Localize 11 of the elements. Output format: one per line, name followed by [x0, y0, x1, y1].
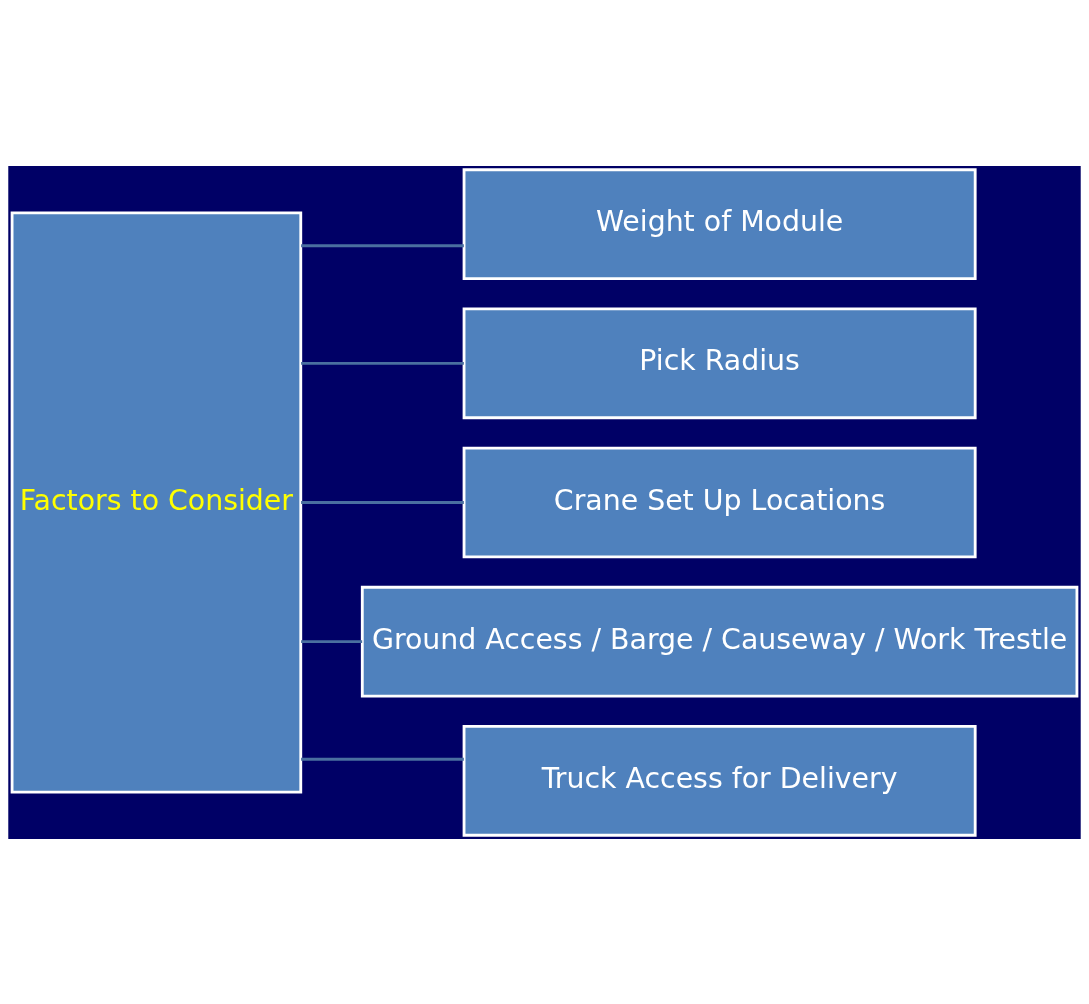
connector — [301, 243, 464, 247]
node-box: Factors to Consider — [10, 210, 303, 794]
node-box: Crane Set Up Locations — [462, 446, 977, 558]
node-box: Pick Radius — [462, 307, 977, 419]
node-box: Weight of Module — [462, 167, 977, 280]
connector — [301, 361, 464, 365]
connector — [301, 639, 363, 643]
node-box: Truck Access for Delivery — [462, 724, 977, 837]
connector — [301, 757, 464, 761]
connector — [301, 500, 464, 504]
node-box: Ground Access / Barge / Causeway / Work Trestle — [360, 585, 1079, 697]
